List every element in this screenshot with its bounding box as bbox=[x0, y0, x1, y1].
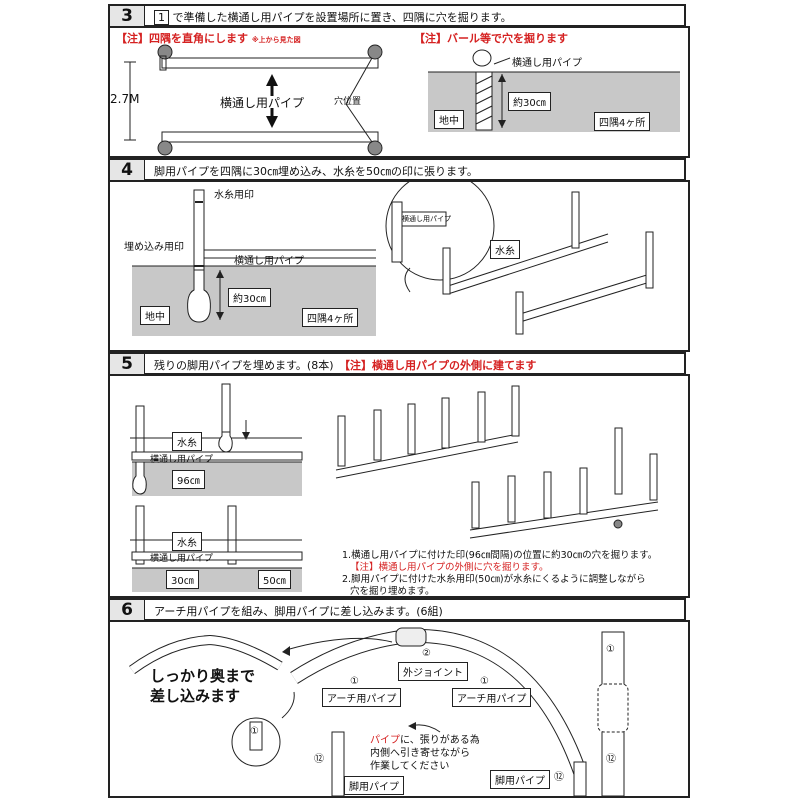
string-label: 水糸 bbox=[490, 240, 520, 259]
pipe-label: 横通し用パイプ bbox=[234, 256, 304, 267]
depth-label: 約30㎝ bbox=[228, 288, 271, 307]
leg-num-1: ⑫ bbox=[314, 754, 324, 765]
step-instruction: 1 で準備した横通し用パイプを設置場所に置き、四隅に穴を掘ります。 bbox=[154, 9, 512, 25]
joint-label: 外ジョイント bbox=[398, 662, 468, 681]
step-number: 6 bbox=[110, 600, 145, 620]
dimension-label: 2.7M bbox=[110, 92, 140, 106]
pipe-label-right: 横通し用パイプ bbox=[512, 58, 582, 69]
depth-label: 約30㎝ bbox=[508, 92, 551, 111]
step4-diagram bbox=[132, 182, 654, 336]
step-number: 5 bbox=[110, 354, 145, 374]
pipe-label-2: 横通し用パイプ bbox=[150, 554, 214, 564]
string-label-2: 水糸 bbox=[172, 532, 202, 551]
leg-num-2: ⑫ bbox=[554, 772, 564, 783]
step3-warn-left: 【注】四隅を直角にします ※上から見た図 bbox=[116, 32, 301, 45]
step-number: 3 bbox=[110, 6, 145, 26]
step-number: 4 bbox=[110, 160, 145, 180]
arch-label-1: アーチ用パイプ bbox=[322, 688, 402, 707]
joint-num: ② bbox=[422, 648, 431, 659]
step-instruction: 脚用パイプを四隅に30㎝埋め込み、水糸を50㎝の印に張ります。 bbox=[154, 165, 478, 178]
step4-panel: 水糸用印 埋め込み用印 横通し用パイプ 約30㎝ 地中 四隅4ヶ所 横通し用パイ… bbox=[108, 180, 690, 352]
zoom-pipe-label: 横通し用パイプ bbox=[402, 215, 451, 223]
ground-label: 地中 bbox=[140, 306, 170, 325]
arch-label-2: アーチ用パイプ bbox=[452, 688, 532, 707]
step-instruction: 残りの脚用パイプを埋めます。(8本) 【注】横通し用パイプの外側に建てます bbox=[154, 359, 537, 372]
step3-header: 3 1 で準備した横通し用パイプを設置場所に置き、四隅に穴を掘ります。 bbox=[108, 4, 686, 26]
corners-label: 四隅4ヶ所 bbox=[594, 112, 651, 131]
step5-notes: 1.横通し用パイプに付けた印(96㎝間隔)の位置に約30㎝の穴を掘ります。 【注… bbox=[342, 550, 658, 597]
step4-header: 4 脚用パイプを四隅に30㎝埋め込み、水糸を50㎝の印に張ります。 bbox=[108, 158, 686, 180]
step3-warn-right: 【注】バール等で穴を掘ります bbox=[414, 32, 568, 45]
step-instruction: アーチ用パイプを組み、脚用パイプに差し込みます。(6組) bbox=[154, 605, 443, 618]
step5-header: 5 残りの脚用パイプを埋めます。(8本) 【注】横通し用パイプの外側に建てます bbox=[108, 352, 686, 374]
step6-header: 6 アーチ用パイプを組み、脚用パイプに差し込みます。(6組) bbox=[108, 598, 686, 620]
ground-label: 地中 bbox=[434, 110, 464, 129]
depth-30-label: 30㎝ bbox=[166, 570, 199, 589]
step5-diagram bbox=[130, 383, 659, 592]
bury-mark-label: 埋め込み用印 bbox=[124, 242, 184, 253]
spacing-label: 96㎝ bbox=[172, 470, 205, 489]
hole-label: 穴位置 bbox=[334, 97, 362, 107]
step3-panel: 【注】四隅を直角にします ※上から見た図 【注】バール等で穴を掘ります 2.7M… bbox=[108, 26, 690, 158]
arch-num-1: ① bbox=[350, 676, 359, 687]
leg-label-1: 脚用パイプ bbox=[344, 776, 404, 795]
pipe-label: 横通し用パイプ bbox=[220, 96, 305, 110]
push-instruction: しっかり奥まで 差し込みます bbox=[150, 667, 256, 705]
height-50-label: 50㎝ bbox=[258, 570, 291, 589]
step3-diagram bbox=[124, 44, 680, 156]
tension-tip: パイプに、張りがある為 内側へ引き寄せながら 作業してください bbox=[370, 735, 480, 772]
detail-num: ① bbox=[250, 726, 259, 737]
step6-panel: しっかり奥まで 差し込みます ② 外ジョイント ① アーチ用パイプ ① アーチ用… bbox=[108, 620, 690, 798]
arch-num-2: ① bbox=[480, 676, 489, 687]
string-label: 水糸 bbox=[172, 432, 202, 451]
string-mark-label: 水糸用印 bbox=[214, 190, 254, 201]
zoom-num-1: ① bbox=[606, 644, 615, 655]
ref-number: 1 bbox=[154, 10, 169, 25]
leg-label-2: 脚用パイプ bbox=[490, 770, 550, 789]
pipe-label: 横通し用パイプ bbox=[150, 455, 214, 465]
zoom-num-12: ⑫ bbox=[606, 754, 616, 765]
step6-diagram bbox=[129, 627, 629, 796]
step5-panel: 水糸 横通し用パイプ 96㎝ 水糸 横通し用パイプ 30㎝ 50㎝ 1.横通し用… bbox=[108, 374, 690, 598]
corners-label: 四隅4ヶ所 bbox=[302, 308, 359, 327]
